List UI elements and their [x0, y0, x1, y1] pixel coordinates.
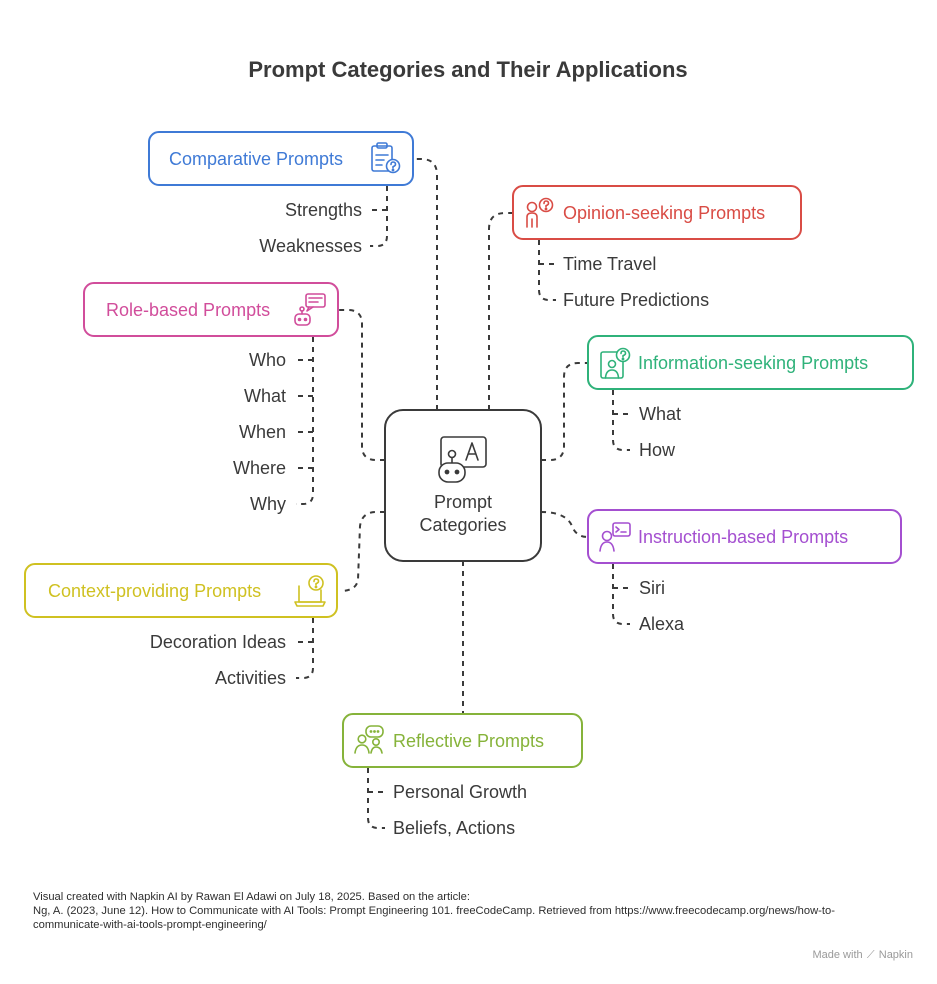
laptop-question-icon — [294, 575, 326, 607]
bracket-instruction — [612, 564, 630, 625]
connector-role — [338, 309, 385, 461]
category-role-based: Role-based Prompts Who What When Where W… — [83, 282, 339, 514]
category-label: Information-seeking Prompts — [638, 353, 868, 373]
category-label: Instruction-based Prompts — [638, 527, 848, 547]
category-label: Role-based Prompts — [106, 300, 270, 320]
category-label: Opinion-seeking Prompts — [563, 203, 765, 223]
mind-map-diagram: Prompt Categories and Their Applications — [24, 57, 914, 838]
napkin-logo-icon: ⟋ — [866, 949, 875, 961]
brand-prefix: Made with — [812, 949, 863, 961]
robot-chat-icon — [294, 293, 326, 326]
item-label: When — [239, 422, 286, 442]
item-label: Why — [250, 494, 286, 514]
center-node: Prompt Categories — [384, 409, 542, 562]
footer-line: communicate-with-ai-tools-prompt-enginee… — [33, 919, 267, 931]
connector-opinion — [488, 212, 513, 410]
item-brackets — [296, 186, 630, 829]
category-label: Comparative Prompts — [169, 149, 343, 169]
item-label: Siri — [639, 578, 665, 598]
category-context-providing: Context-providing Prompts Decoration Ide… — [24, 563, 338, 688]
bracket-reflective — [367, 768, 385, 829]
item-label: Decoration Ideas — [150, 632, 286, 652]
connector-context — [339, 511, 385, 592]
connector-comparative — [413, 158, 438, 410]
robot-prompt-icon — [438, 436, 487, 483]
person-terminal-icon — [599, 522, 631, 552]
screen-person-question-icon — [600, 347, 631, 379]
bracket-comparative — [370, 186, 388, 247]
diagram-title: Prompt Categories and Their Applications — [248, 57, 687, 82]
clipboard-question-icon — [371, 142, 401, 174]
category-reflective: Reflective Prompts Personal Growth Belie… — [342, 713, 583, 838]
bracket-context — [296, 618, 314, 679]
bracket-role — [296, 337, 314, 505]
footer-line: Visual created with Napkin AI by Rawan E… — [33, 891, 470, 903]
item-label: Personal Growth — [393, 782, 527, 802]
item-label: Weaknesses — [259, 236, 362, 256]
item-label: Who — [249, 350, 286, 370]
connectors — [338, 158, 589, 714]
people-chat-icon — [354, 725, 384, 754]
item-label: What — [639, 404, 681, 424]
item-label: Future Predictions — [563, 290, 709, 310]
item-label: Alexa — [639, 614, 685, 634]
item-label: Beliefs, Actions — [393, 818, 515, 838]
person-question-icon — [526, 197, 554, 228]
attribution-footer: Visual created with Napkin AI by Rawan E… — [33, 890, 913, 932]
category-information-seeking: Information-seeking Prompts What How — [587, 335, 914, 460]
footer-line: Ng, A. (2023, June 12). How to Communica… — [33, 905, 835, 917]
item-label: Strengths — [285, 200, 362, 220]
brand-name: Napkin — [878, 949, 913, 961]
category-label: Context-providing Prompts — [48, 581, 261, 601]
bracket-opinion — [538, 240, 556, 301]
item-label: What — [244, 386, 286, 406]
category-opinion-seeking: Opinion-seeking Prompts Time Travel Futu… — [512, 185, 802, 310]
category-instruction-based: Instruction-based Prompts Siri Alexa — [587, 509, 902, 634]
connector-information — [541, 362, 588, 461]
item-label: Time Travel — [563, 254, 656, 274]
category-comparative: Comparative Prompts Strengths Weaknesses — [148, 131, 414, 256]
center-label-line1: Prompt — [434, 492, 492, 512]
item-label: Where — [233, 458, 286, 478]
bracket-information — [612, 390, 630, 451]
item-label: Activities — [215, 668, 286, 688]
center-label-line2: Categories — [419, 515, 506, 535]
made-with-napkin-badge: Made with ⟋ Napkin — [812, 949, 913, 962]
item-label: How — [639, 440, 676, 460]
connector-instruction — [540, 511, 589, 538]
category-label: Reflective Prompts — [393, 731, 544, 751]
